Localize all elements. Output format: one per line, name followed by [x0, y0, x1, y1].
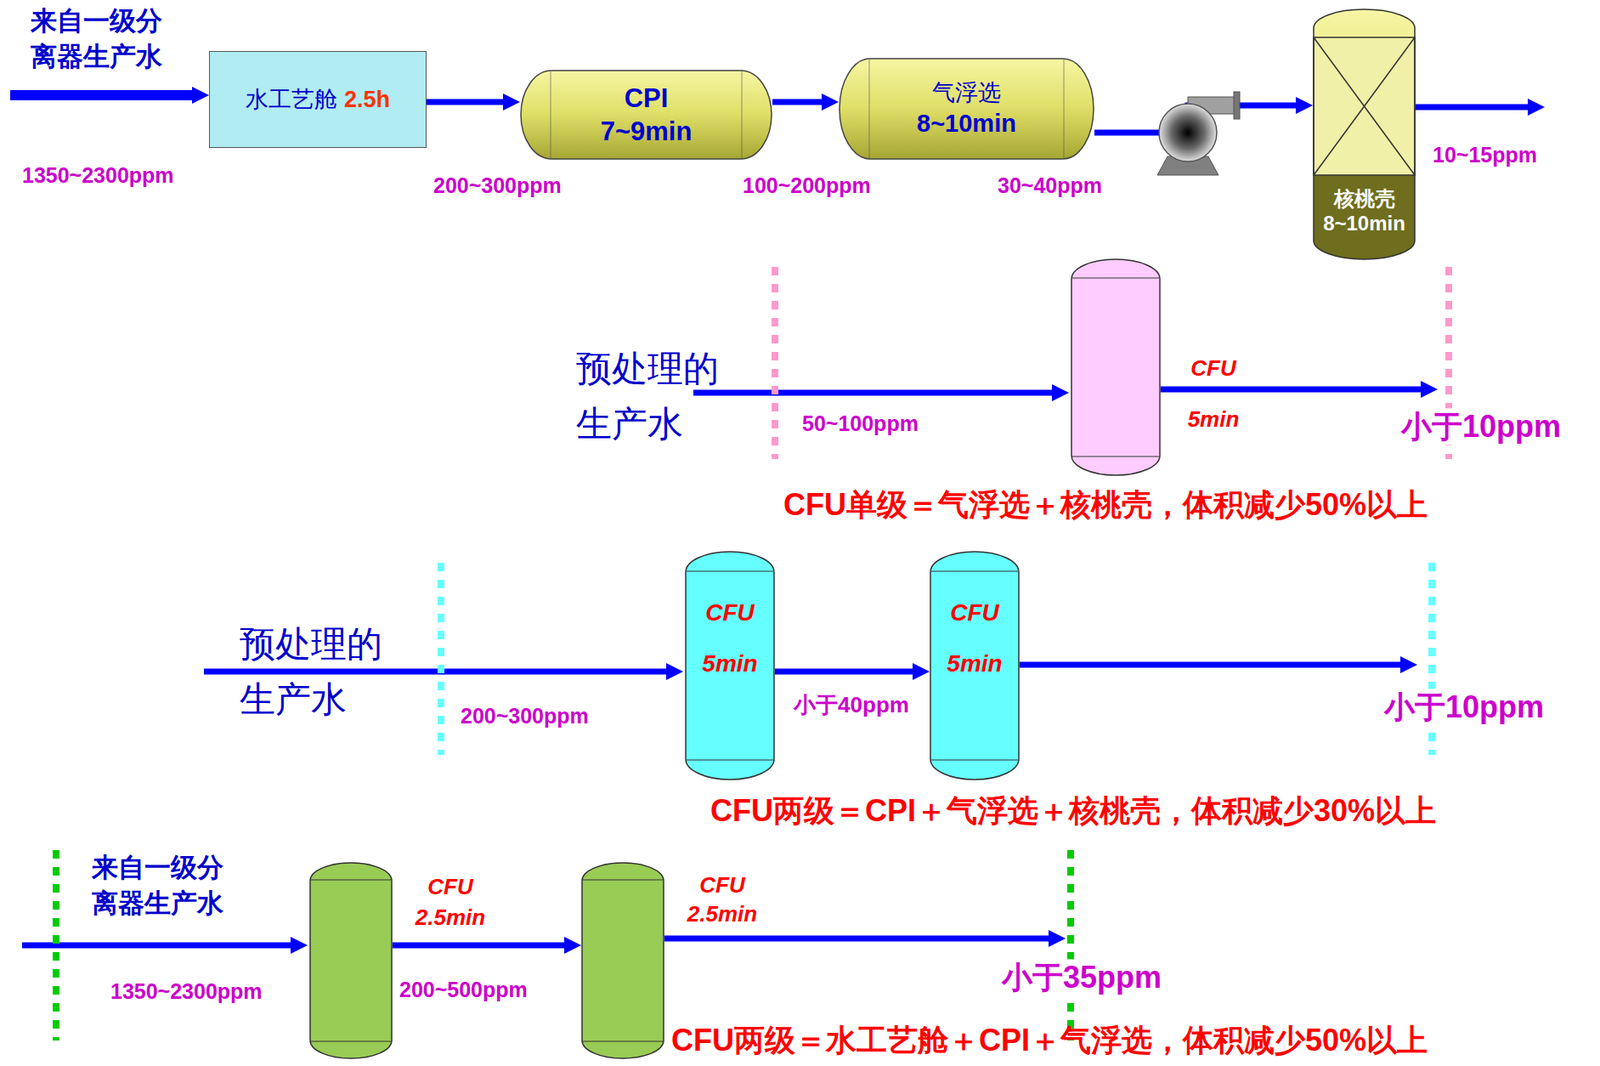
node-text: CPI: [624, 82, 669, 114]
outlet-arrow: [1019, 661, 1401, 668]
pump-flange: [1233, 91, 1240, 119]
inlet-arrow: [10, 90, 193, 101]
cfu-vessel: CFU 5min: [929, 550, 1020, 781]
node-text: 5min: [701, 649, 758, 679]
vessel-outline: [309, 861, 393, 1059]
flotation-vessel: 气浮选8~10min: [838, 57, 1095, 160]
concentration-label: 100~200ppm: [742, 172, 871, 198]
concentration-label: 小于35ppm: [999, 958, 1165, 996]
boundary-line: [771, 266, 779, 459]
concentration-label: 200~300ppm: [460, 702, 589, 729]
inlet-arrow: [693, 390, 1052, 396]
pump-casing: [1159, 103, 1217, 162]
walnut-filter: 核桃壳8~10min: [1312, 8, 1416, 261]
node-text: CFU: [949, 598, 1000, 628]
vessel-outline: [581, 861, 665, 1059]
vessel-outline: [1313, 9, 1415, 260]
stream-label: 预处理的生产水: [576, 341, 723, 453]
summary-note: CFU单级＝气浮选＋核桃壳，体积减少50%以上: [783, 486, 1428, 523]
vessel-body: [1071, 259, 1160, 475]
vessel-seam: [869, 59, 1064, 159]
vessel-outline: [838, 57, 1095, 160]
node-text: 核桃壳: [1334, 186, 1396, 212]
concentration-label: 1350~2300ppm: [110, 978, 263, 1004]
vessel-outline: [1070, 258, 1161, 476]
vessel-seam: [550, 71, 742, 159]
outlet-arrow: [664, 935, 1049, 942]
vessel-body: [685, 551, 775, 780]
cfu-vessel: CFU5min: [1070, 258, 1161, 476]
concentration-label: 30~40ppm: [997, 172, 1103, 198]
vessel-seam: [582, 879, 663, 1041]
vessel-caption: 5min: [1187, 406, 1240, 433]
text-box: CFU 5min: [684, 550, 775, 781]
inlet-arrow: [203, 668, 667, 675]
cfu-vessel: CFU2.5min: [581, 861, 665, 1059]
stream-label: 来自一级分离器生产水: [91, 849, 227, 922]
summary-note: CFU两级＝水工艺舱＋CPI＋气浮选，体积减少50%以上: [671, 1021, 1428, 1058]
boundary-lines: [56, 266, 1449, 1041]
filter-base: [1313, 175, 1415, 260]
concentration-label: 1350~2300ppm: [22, 162, 175, 188]
boundary-line: [52, 849, 60, 1041]
concentration-label: 200~300ppm: [433, 172, 562, 198]
flow-connector: [774, 668, 913, 675]
node-text: 水工艺舱: [245, 85, 338, 114]
text-box: 气浮选8~10min: [838, 57, 1095, 160]
vessel-caption: CFU: [1190, 355, 1236, 382]
vessel-seam: [1072, 277, 1160, 457]
inlet-arrow: [22, 942, 291, 949]
text-box: CFU 5min: [929, 550, 1020, 781]
flow-connector: [426, 99, 504, 106]
text-box: CPI7~9min: [520, 69, 773, 160]
vessel-seam: [310, 879, 391, 1041]
concentration-label: 小于40ppm: [793, 691, 910, 719]
flow-arrows: [10, 95, 1528, 945]
boundary-line: [1067, 849, 1075, 1041]
cfu-vessel: CFU 5min: [684, 550, 775, 781]
node-text: 7~9min: [600, 115, 693, 147]
vessel-body: [1313, 9, 1415, 260]
vessel-body: [839, 58, 1094, 159]
outlet-arrow: [1160, 386, 1421, 393]
vessel-body: [520, 70, 772, 159]
node-text: 8~10min: [916, 108, 1017, 139]
text-box: 核桃壳8~10min: [1312, 8, 1416, 261]
vessel-caption: CFU: [427, 873, 473, 900]
vessel-caption: CFU: [699, 871, 745, 899]
concentration-label: 10~15ppm: [1432, 141, 1538, 168]
cfu-vessel: CFU2.5min: [309, 861, 393, 1059]
vessel-body: [930, 551, 1019, 780]
summary-note: CFU两级＝CPI＋气浮选＋核桃壳，体积减少30%以上: [710, 791, 1437, 829]
vessel-seam: [931, 571, 1018, 760]
filter-bed: [1313, 37, 1415, 176]
vessel-body: [310, 862, 392, 1058]
vessel-caption: 2.5min: [687, 900, 758, 928]
vessel-body: [582, 862, 664, 1058]
filter-cross: [1313, 37, 1415, 176]
node-text: 8~10min: [1322, 211, 1406, 237]
concentration-label: 200~500ppm: [399, 976, 528, 1002]
stream-label: 预处理的生产水: [239, 616, 386, 728]
node-text: 气浮选: [932, 79, 1001, 107]
node-text: 5min: [946, 649, 1002, 679]
vessel-caption: 2.5min: [415, 904, 486, 931]
concentration-label: 50~100ppm: [802, 410, 919, 436]
text-box: 水工艺舱2.5h: [209, 51, 426, 147]
boundary-line: [1428, 562, 1436, 755]
node-text: 2.5h: [344, 85, 391, 114]
concentration-label: 小于10ppm: [1398, 407, 1564, 445]
stream-label: 来自一级分离器生产水: [30, 3, 165, 75]
boundary-line: [437, 562, 445, 755]
flow-connector: [392, 942, 565, 949]
flow-connector: [772, 99, 822, 106]
process-tank: 水工艺舱2.5h: [209, 50, 427, 148]
cpi-separator: CPI7~9min: [520, 69, 773, 160]
node-text: CFU: [705, 598, 755, 628]
outlet-arrow: [1415, 104, 1528, 111]
concentration-label: 小于10ppm: [1381, 688, 1547, 725]
vessel-seam: [686, 571, 774, 760]
